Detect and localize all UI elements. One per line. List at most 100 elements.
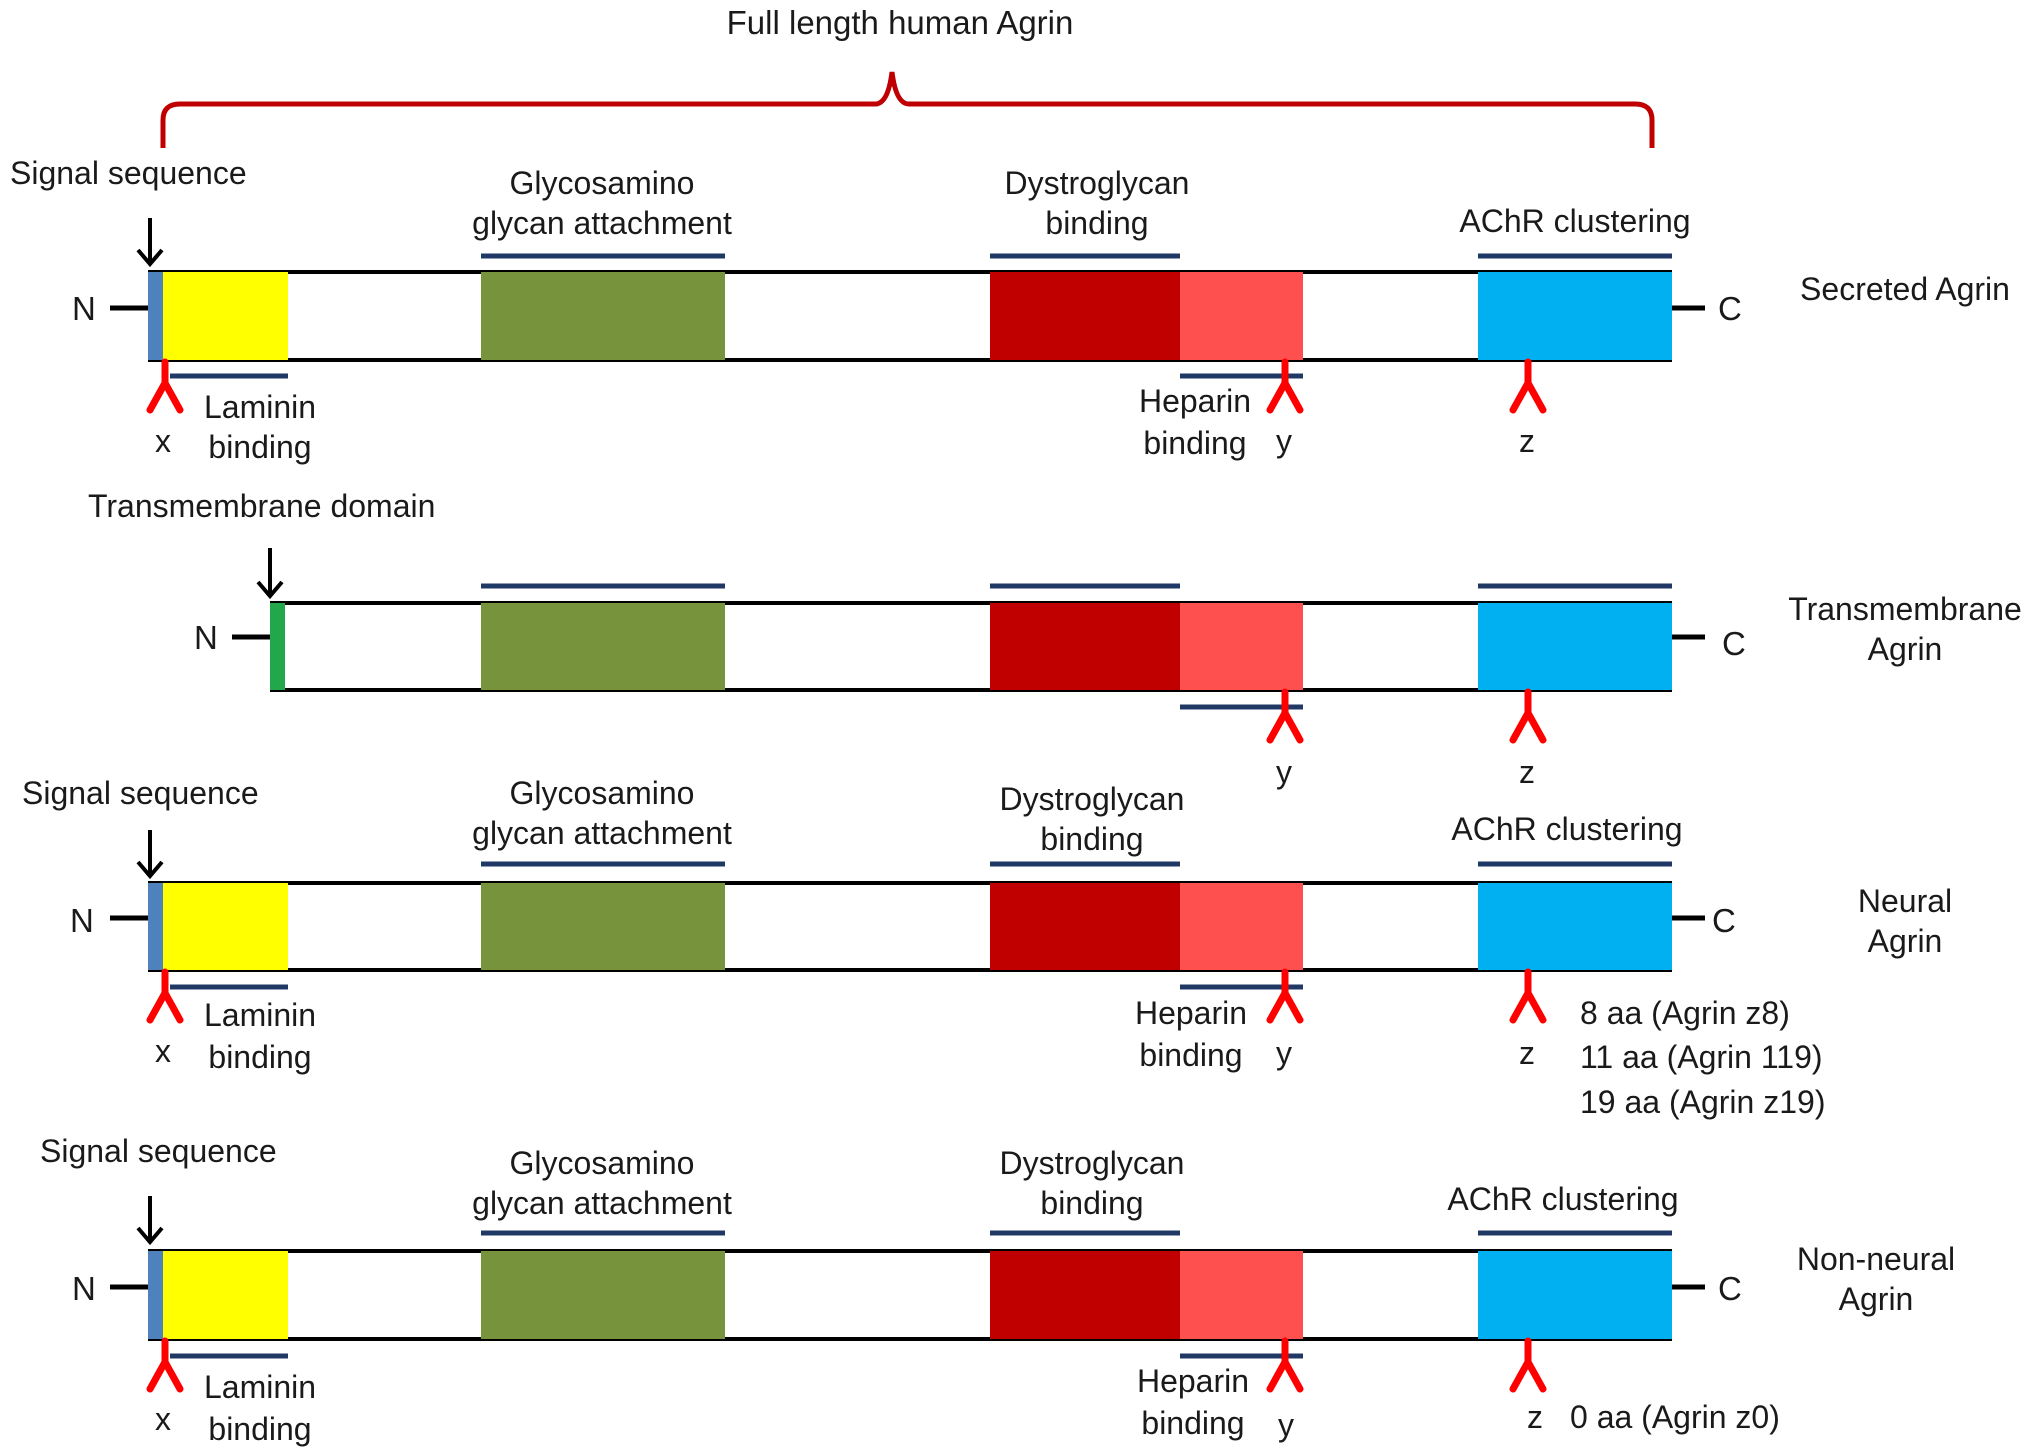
n-terminus-label: N (194, 619, 218, 656)
laminin-binding-domain (163, 883, 288, 970)
glyco-attachment-domain (481, 1251, 725, 1339)
site-x-marker (146, 968, 184, 1024)
site-y-marker (1266, 968, 1304, 1024)
laminin-label: Laminin (204, 1369, 316, 1405)
n-terminus-label: N (70, 902, 94, 939)
heparin-label: Heparin (1137, 1363, 1249, 1399)
z-variant-note: 0 aa (Agrin z0) (1570, 1399, 1780, 1435)
site-z-marker (1509, 968, 1547, 1024)
dystroglycan-label: binding (1040, 1185, 1143, 1221)
dystroglycan-binding-domain (990, 1251, 1180, 1339)
glyco-attachment-domain (481, 272, 725, 360)
isoform-name: Secreted Agrin (1800, 271, 2010, 307)
isoform-name: Transmembrane (1788, 591, 2022, 627)
signal-sequence-block (148, 883, 163, 970)
heparin-binding-domain (1180, 883, 1303, 970)
row-non-neural-agrin: Signal sequence Glycosamino glycan attac… (40, 1133, 1955, 1447)
dystroglycan-label: Dystroglycan (1000, 781, 1185, 817)
c-terminus-label: C (1722, 625, 1746, 662)
c-terminus-label: C (1718, 290, 1742, 327)
n-terminus-label: N (72, 1270, 96, 1307)
signal-sequence-block (148, 1251, 163, 1339)
heparin-label: binding (1139, 1037, 1242, 1073)
z-variant-note: 8 aa (Agrin z8) (1580, 995, 1790, 1031)
achr-label: AChR clustering (1459, 203, 1690, 239)
laminin-binding-domain (163, 272, 288, 360)
dystroglycan-label: binding (1040, 821, 1143, 857)
laminin-binding-domain (163, 1251, 288, 1339)
site-z-marker (1509, 688, 1547, 744)
achr-clustering-domain (1478, 603, 1672, 690)
glyco-label: glycan attachment (472, 815, 732, 851)
dystroglycan-binding-domain (990, 272, 1180, 360)
laminin-label: Laminin (204, 997, 316, 1033)
site-y-marker (1266, 1337, 1304, 1393)
site-x-label: x (155, 1401, 171, 1437)
heparin-binding-domain (1180, 1251, 1303, 1339)
site-y-label: y (1276, 754, 1292, 790)
site-y-label: y (1276, 423, 1292, 459)
isoform-name: Agrin (1839, 1281, 1914, 1317)
signal-sequence-block (148, 272, 163, 360)
glyco-label: Glycosamino (510, 165, 695, 201)
full-length-bracket (160, 71, 1655, 148)
dystroglycan-label: binding (1045, 205, 1148, 241)
laminin-label: Laminin (204, 389, 316, 425)
heparin-binding-domain (1180, 603, 1303, 690)
row-secreted-agrin: Signal sequence Glycosamino glycan attac… (10, 155, 2010, 465)
glyco-attachment-domain (481, 603, 725, 690)
isoform-name: Agrin (1868, 631, 1943, 667)
transmembrane-domain-label: Transmembrane domain (88, 488, 435, 524)
glyco-label: glycan attachment (472, 1185, 732, 1221)
transmembrane-block (270, 603, 285, 690)
laminin-label: binding (208, 1039, 311, 1075)
heparin-label: binding (1141, 1405, 1244, 1441)
site-y-marker (1266, 688, 1304, 744)
z-variant-note: 19 aa (Agrin z19) (1580, 1084, 1825, 1120)
z-variant-note: 11 aa (Agrin 119) (1580, 1039, 1823, 1075)
laminin-label: binding (208, 429, 311, 465)
achr-label: AChR clustering (1447, 1181, 1678, 1217)
laminin-label: binding (208, 1411, 311, 1447)
glyco-attachment-domain (481, 883, 725, 970)
site-z-marker (1509, 1337, 1547, 1393)
signal-sequence-arrow (136, 830, 164, 880)
dystroglycan-binding-domain (990, 883, 1180, 970)
site-x-marker (146, 1337, 184, 1393)
n-terminus-label: N (72, 290, 96, 327)
heparin-label: binding (1143, 425, 1246, 461)
signal-sequence-label: Signal sequence (22, 775, 259, 811)
site-z-label: z (1519, 1035, 1535, 1071)
site-x-label: x (155, 423, 171, 459)
site-y-label: y (1276, 1035, 1292, 1071)
row-neural-agrin: Signal sequence Glycosamino glycan attac… (22, 775, 1952, 1120)
diagram-title: Full length human Agrin (727, 4, 1074, 41)
site-x-marker (146, 358, 184, 414)
achr-clustering-domain (1478, 883, 1672, 970)
site-y-marker (1266, 358, 1304, 414)
isoform-name: Neural (1858, 883, 1952, 919)
heparin-binding-domain (1180, 272, 1303, 360)
site-z-label: z (1527, 1399, 1543, 1435)
c-terminus-label: C (1718, 1270, 1742, 1307)
signal-sequence-label: Signal sequence (10, 155, 247, 191)
site-z-label: z (1519, 754, 1535, 790)
achr-label: AChR clustering (1451, 811, 1682, 847)
achr-clustering-domain (1478, 272, 1672, 360)
dystroglycan-binding-domain (990, 603, 1180, 690)
site-y-label: y (1278, 1407, 1294, 1443)
site-z-marker (1509, 358, 1547, 414)
glyco-label: Glycosamino (510, 775, 695, 811)
glyco-label: glycan attachment (472, 205, 732, 241)
site-x-label: x (155, 1033, 171, 1069)
row-transmembrane-agrin: Transmembrane domain N C Transmembrane A… (88, 488, 2022, 790)
signal-sequence-arrow (136, 1196, 164, 1246)
isoform-name: Agrin (1868, 923, 1943, 959)
dystroglycan-label: Dystroglycan (1005, 165, 1190, 201)
glyco-label: Glycosamino (510, 1145, 695, 1181)
achr-clustering-domain (1478, 1251, 1672, 1339)
heparin-label: Heparin (1135, 995, 1247, 1031)
dystroglycan-label: Dystroglycan (1000, 1145, 1185, 1181)
c-terminus-label: C (1712, 902, 1736, 939)
